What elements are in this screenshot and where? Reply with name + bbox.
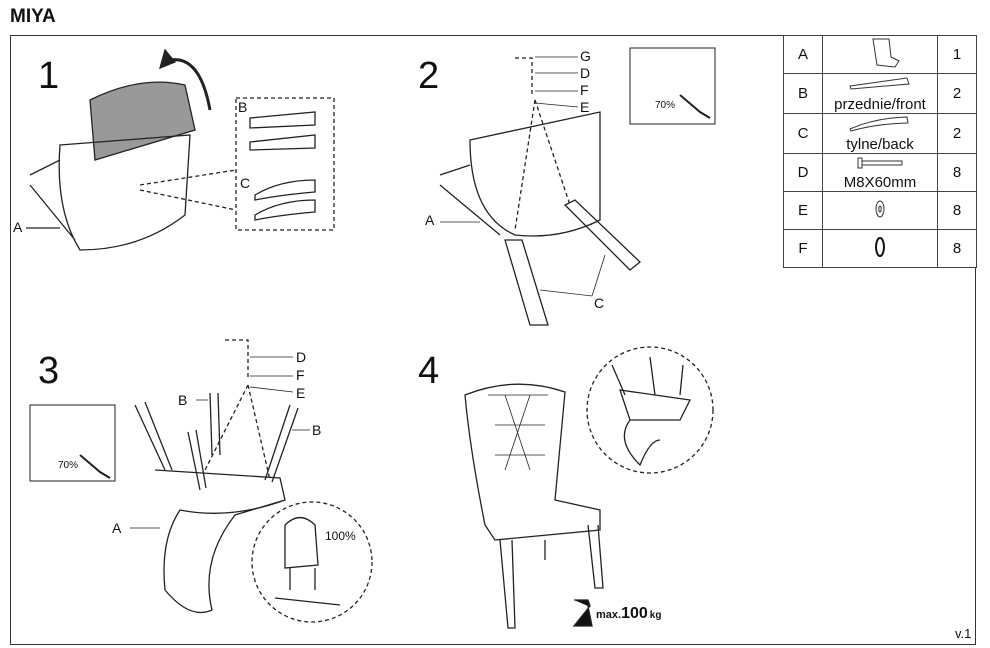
leader-lines <box>130 356 310 529</box>
assembled-chair <box>464 383 601 541</box>
part-letter: D <box>783 153 823 192</box>
step-3: 3 D F E B B A 70% 100% <box>29 339 373 623</box>
final-torque-value: 100% <box>325 529 356 543</box>
chair-upside-down <box>154 469 286 614</box>
label-e: E <box>580 99 589 115</box>
back-leg-icon <box>849 116 909 132</box>
wrench-icon <box>679 94 711 119</box>
label-b: B <box>238 99 247 115</box>
step-1: 1 B C A <box>13 48 335 251</box>
arrow-head-icon <box>159 48 177 70</box>
detail-inset <box>586 346 714 474</box>
step-number: 3 <box>38 350 59 392</box>
label-a: A <box>13 219 23 235</box>
upside-down-chair-detail <box>611 356 691 467</box>
part-qty: 8 <box>937 229 977 268</box>
label-d: D <box>580 65 590 81</box>
part-image: tylne/back <box>822 113 938 154</box>
part-image <box>822 229 938 268</box>
part-qty: 8 <box>937 153 977 192</box>
label-f: F <box>296 367 305 383</box>
torque-value: 70% <box>655 100 675 111</box>
torque-inset <box>29 404 116 482</box>
part-letter: B <box>783 73 823 114</box>
legs-box <box>235 97 335 231</box>
torque-inset <box>629 47 716 125</box>
part-qty: 2 <box>937 73 977 114</box>
version-label: v.1 <box>955 626 972 641</box>
tufting <box>488 394 548 471</box>
step-2: 2 G D F E A C 70% <box>418 47 716 326</box>
label-a: A <box>425 212 435 228</box>
label-b-right: B <box>312 422 321 438</box>
label-b-left: B <box>178 392 187 408</box>
part-letter: E <box>783 191 823 230</box>
part-qty: 8 <box>937 191 977 230</box>
table-row: D M8X60mm 8 <box>783 153 977 192</box>
part-caption: tylne/back <box>846 136 914 153</box>
chair-upside-down <box>439 111 601 237</box>
label-a: A <box>112 520 122 536</box>
label-e: E <box>296 385 305 401</box>
back-legs <box>504 199 641 326</box>
part-caption: M8X60mm <box>843 174 917 191</box>
front-leg-icon <box>849 77 910 90</box>
part-letter: C <box>783 113 823 154</box>
instruction-frame <box>10 35 976 645</box>
tighten-inset <box>251 501 373 623</box>
label-g: G <box>580 48 591 64</box>
part-image <box>822 35 938 74</box>
chair-upside-down <box>29 134 191 251</box>
washer-icon <box>875 200 885 217</box>
step-number: 4 <box>418 350 439 392</box>
part-caption: przednie/front <box>834 96 926 113</box>
part-image <box>822 191 938 230</box>
spring-washer-icon <box>875 236 885 257</box>
rotate-arrow-icon <box>169 58 212 111</box>
label-c: C <box>240 175 250 191</box>
torque-value: 70% <box>58 460 78 471</box>
chair-icon <box>872 38 900 68</box>
leader-lines <box>440 221 606 297</box>
wrench-icon <box>79 454 111 479</box>
guide-lines <box>139 169 237 211</box>
step-number: 1 <box>38 55 59 97</box>
product-title: MIYA <box>10 6 56 27</box>
legs <box>134 392 299 491</box>
part-qty: 2 <box>937 113 977 154</box>
leader-lines <box>534 56 579 108</box>
part-image: M8X60mm <box>822 153 938 192</box>
part-letter: A <box>783 35 823 74</box>
bolt-guides <box>514 57 571 231</box>
upright-chair-icon <box>274 516 341 606</box>
part-image: przednie/front <box>822 73 938 114</box>
legs <box>499 524 604 629</box>
seat-cushion-shape <box>89 81 196 161</box>
part-qty: 1 <box>937 35 977 74</box>
part-letter: F <box>783 229 823 268</box>
legs-b-c <box>249 111 316 221</box>
step-number: 2 <box>418 55 439 97</box>
label-c: C <box>594 295 604 311</box>
bolt-icon <box>857 157 903 169</box>
bolt-guides <box>204 339 271 481</box>
label-d: D <box>296 349 306 365</box>
label-f: F <box>580 82 589 98</box>
weight-icon <box>572 599 593 627</box>
